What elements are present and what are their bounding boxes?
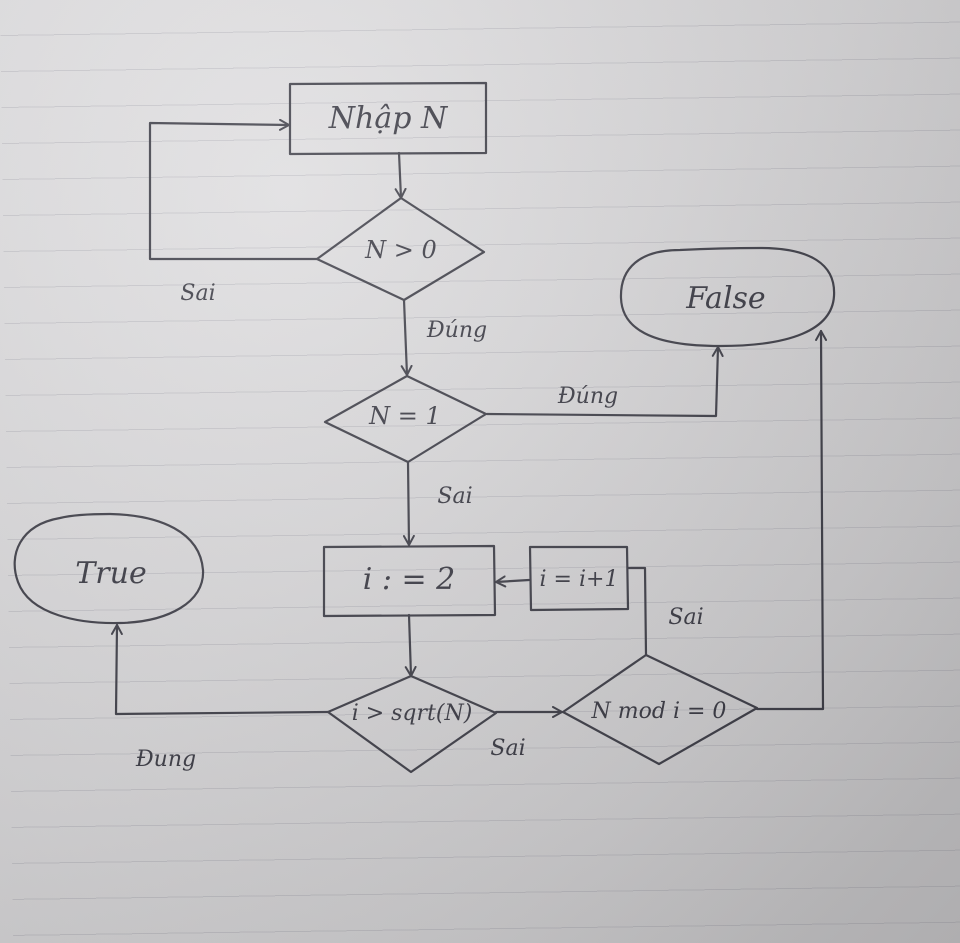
node-check-mod-label: N mod i = 0 xyxy=(591,699,727,724)
node-result-false: False xyxy=(619,246,836,348)
edge-increment-to-init xyxy=(494,575,531,588)
node-increment-label: i = i+1 xyxy=(540,567,619,592)
node-increment: i = i+1 xyxy=(528,545,630,612)
node-init-i: i : = 2 xyxy=(322,544,497,618)
edge-label-one-yes: Đúng xyxy=(557,384,618,409)
connectors xyxy=(110,118,828,718)
node-init-i-label: i : = 2 xyxy=(363,562,456,597)
edge-label-sqrt-no: Sai xyxy=(490,736,525,761)
node-result-true: True xyxy=(13,512,205,625)
edge-init-to-sqrt xyxy=(404,613,417,678)
node-check-one: N = 1 xyxy=(323,374,488,464)
edge-label-positive-yes: Đúng xyxy=(426,318,487,343)
edge-mod-yes xyxy=(755,329,828,711)
edge-one-yes xyxy=(485,345,724,418)
edge-sqrt-yes xyxy=(110,623,330,716)
edge-mod-no xyxy=(626,566,648,657)
node-check-sqrt-label: i > sqrt(N) xyxy=(352,701,473,726)
node-check-positive-label: N > 0 xyxy=(364,236,437,264)
edge-positive-yes xyxy=(400,298,413,377)
edge-one-no xyxy=(402,460,415,547)
edge-label-sqrt-yes: Đung xyxy=(135,747,196,772)
node-check-positive: N > 0 xyxy=(315,196,486,302)
edge-label-mod-no: Sai xyxy=(668,605,703,630)
node-check-mod: N mod i = 0 xyxy=(561,653,759,766)
node-result-false-label: False xyxy=(685,281,765,316)
node-check-sqrt: i > sqrt(N) xyxy=(326,674,498,774)
edge-labels: Sai Đúng Đúng Sai Đung Sai Sai xyxy=(135,281,704,772)
node-input-label: Nhập N xyxy=(328,101,449,136)
edge-label-positive-no: Sai xyxy=(180,281,215,306)
node-input: Nhập N xyxy=(288,81,488,156)
node-result-true-label: True xyxy=(75,556,146,591)
edge-label-one-no: Sai xyxy=(437,484,472,509)
edge-positive-no xyxy=(148,118,320,261)
edge-input-to-positive xyxy=(394,151,407,200)
node-check-one-label: N = 1 xyxy=(368,402,441,430)
